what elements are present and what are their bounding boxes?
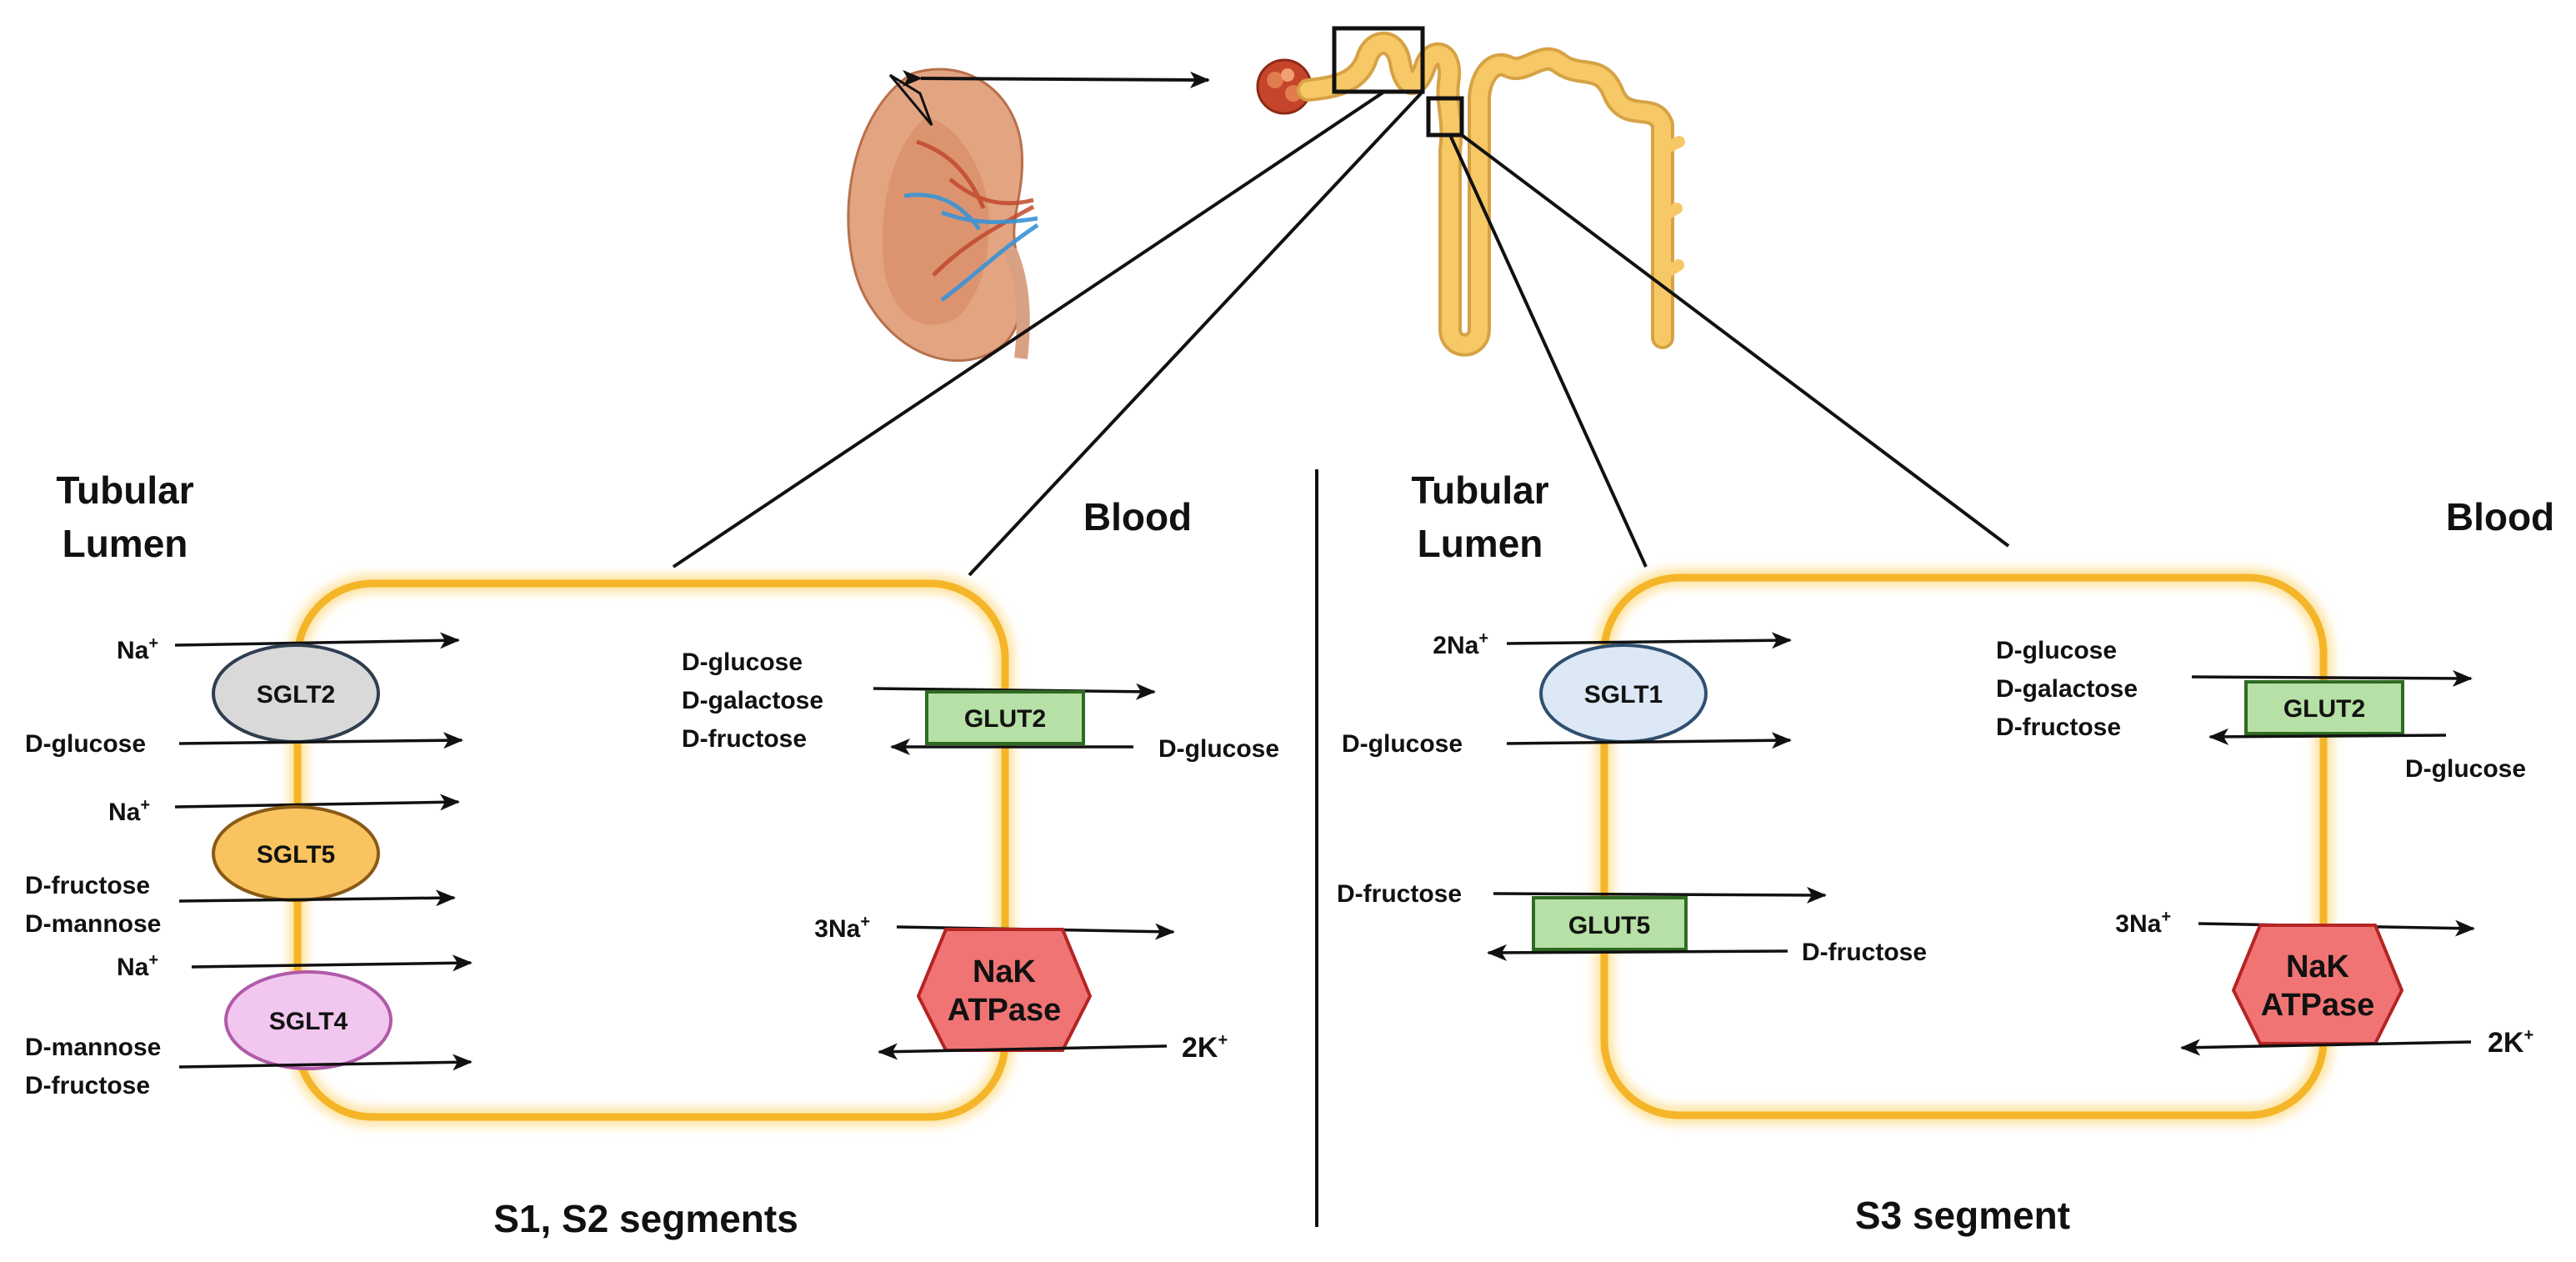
na-label: Na+ — [117, 951, 158, 981]
dfructose-label: D-fructose — [1802, 939, 1927, 966]
sglt1-label: SGLT1 — [1584, 681, 1663, 709]
nak-label-line2: ATPase — [2261, 988, 2375, 1023]
kidney-illustration — [847, 68, 1039, 362]
k-influx-arrow — [878, 1043, 1168, 1060]
na-arrow — [174, 794, 460, 811]
zoom-box-s1s2 — [1332, 26, 1425, 94]
segment-caption: S3 segment — [1855, 1194, 2070, 1237]
na-arrow — [174, 632, 460, 649]
na-arrow — [1506, 632, 1792, 649]
nephron-tubule — [1297, 31, 1685, 357]
nak-atpase-pump — [2231, 924, 2404, 1045]
glut2-efflux-arrow — [2191, 669, 2473, 687]
kidney-to-nephron-arrow — [902, 69, 1210, 88]
lumen-label-line1: Tubular — [56, 468, 193, 512]
dglucose-label: D-glucose — [1158, 735, 1279, 763]
na-arrow — [191, 954, 473, 972]
zoom-connectors — [672, 90, 2010, 577]
right-panel: Tubular Lumen Blood 2Na+ SGLT1 D-glucose… — [1337, 468, 2554, 1237]
dmannose-label: D-mannose — [25, 1034, 161, 1061]
lumen-label-line1: Tubular — [1411, 468, 1548, 512]
left-panel: Tubular Lumen Blood Na+ SGLT2 D-glucose … — [25, 468, 1279, 1240]
dglucose-label: D-glucose — [25, 730, 146, 758]
na-label: Na+ — [117, 634, 158, 664]
zoom-box-s3 — [1426, 96, 1464, 138]
blood-label: Blood — [2446, 495, 2554, 538]
dfructose-label: D-fructose — [682, 725, 807, 753]
glut2-influx-arrow — [2208, 728, 2447, 745]
glut2-transporter — [2244, 680, 2404, 735]
dglucose-label: D-glucose — [1342, 730, 1463, 758]
lumen-label-line2: Lumen — [1418, 522, 1543, 565]
sglt2-label: SGLT2 — [257, 681, 335, 709]
na-label: 3Na+ — [2115, 908, 2171, 938]
glut2-label: GLUT2 — [2283, 695, 2365, 723]
glut2-transporter — [925, 690, 1085, 745]
dfructose-arrow — [178, 889, 456, 907]
k-label: 2K+ — [1182, 1031, 1228, 1064]
dglucose-arrow — [178, 732, 463, 749]
na-label: 3Na+ — [814, 913, 870, 943]
sglt4-transporter — [224, 970, 393, 1070]
glut5-influx-arrow — [1493, 886, 1827, 904]
dmannose-label: D-mannose — [25, 910, 161, 938]
dgalactose-label: D-galactose — [682, 687, 823, 714]
nak-label-line1: NaK — [973, 954, 1037, 989]
sglt5-label: SGLT5 — [257, 841, 335, 869]
glut5-transporter — [1532, 896, 1688, 951]
cell-membrane — [1600, 573, 2328, 1119]
dfructose-label: D-fructose — [1996, 714, 2121, 741]
dfructose-label: D-fructose — [25, 1072, 150, 1099]
dglucose-label: D-glucose — [2405, 755, 2526, 783]
na-label: Na+ — [108, 796, 150, 826]
dglucose-label: D-glucose — [682, 649, 803, 676]
glut5-label: GLUT5 — [1568, 912, 1650, 939]
na-label: 2Na+ — [1433, 629, 1488, 659]
dglucose-arrow — [1506, 732, 1792, 749]
k-influx-arrow — [2180, 1039, 2472, 1056]
glut5-efflux-arrow — [1487, 944, 1788, 961]
dfructose-label: D-fructose — [25, 872, 150, 899]
dglucose-label: D-glucose — [1996, 637, 2117, 664]
nak-atpase-pump — [916, 928, 1093, 1052]
cell-membrane — [293, 579, 1009, 1121]
sglt4-label: SGLT4 — [269, 1008, 348, 1035]
cell-membrane-glow — [1595, 568, 2333, 1124]
nak-label-line1: NaK — [2286, 949, 2350, 984]
blood-label: Blood — [1083, 495, 1192, 538]
dgalactose-label: D-galactose — [1996, 675, 2138, 703]
dmannose-arrow — [178, 1054, 473, 1071]
cell-membrane-glow — [288, 574, 1014, 1126]
glut2-label: GLUT2 — [964, 705, 1046, 733]
k-label: 2K+ — [2488, 1026, 2533, 1059]
lumen-label-line2: Lumen — [63, 522, 188, 565]
nak-label-line2: ATPase — [948, 993, 1062, 1028]
segment-caption: S1, S2 segments — [493, 1197, 798, 1240]
dfructose-label: D-fructose — [1337, 880, 1462, 908]
